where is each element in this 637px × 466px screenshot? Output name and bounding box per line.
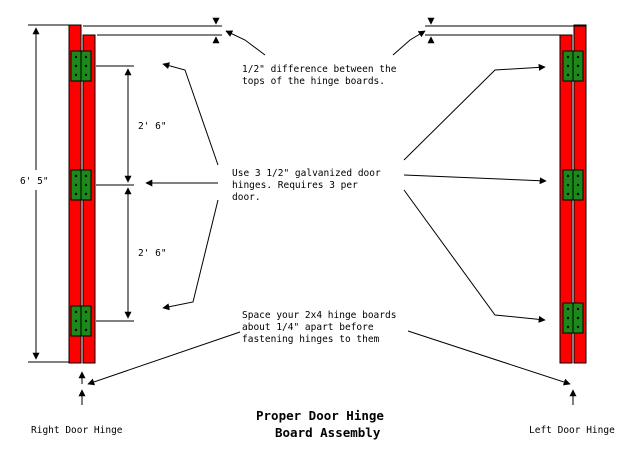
hinge-spacing-dimensions (96, 65, 134, 322)
hinges-line1: Use 3 1/2" galvanized door (232, 168, 381, 179)
hinges-line3: door. (232, 192, 261, 203)
diagram-title-line2: Board Assembly (275, 425, 381, 440)
top-difference-note: 1/2" difference between the tops of the … (242, 64, 397, 87)
left-door-assembly (425, 17, 587, 405)
hinge-icon (562, 302, 584, 334)
hinges-note: Use 3 1/2" galvanized door hinges. Requi… (232, 168, 381, 203)
hinges-line2: hinges. Requires 3 per (232, 180, 358, 191)
diagram-title-line1: Proper Door Hinge (256, 408, 384, 423)
hinge-icon (70, 305, 92, 337)
top-diff-line1: 1/2" difference between the (242, 64, 397, 75)
space-line1: Space your 2x4 hinge boards (242, 310, 396, 321)
total-height-label: 6' 5" (20, 176, 49, 187)
upper-spacing-label: 2' 6" (138, 121, 167, 132)
hinge-icon (562, 169, 584, 201)
pointer-lines (87, 30, 571, 386)
hinge-icon (70, 169, 92, 201)
lower-spacing-label: 2' 6" (138, 248, 167, 259)
hinge-icon (562, 50, 584, 82)
top-offset-marker (83, 17, 222, 44)
right-door-hinge-label: Right Door Hinge (31, 425, 123, 436)
total-height-dimension (28, 24, 69, 363)
top-diff-line2: tops of the hinge boards. (242, 76, 385, 87)
right-door-assembly: 6' 5" 2' 6" 2' 6" (20, 17, 222, 405)
space-line3: fastening hinges to them (242, 334, 380, 345)
hinge-icon (70, 50, 92, 82)
left-door-hinge-label: Left Door Hinge (529, 425, 615, 436)
top-offset-marker-right (425, 17, 586, 44)
space-line2: about 1/4" apart before (242, 322, 374, 333)
spacing-note: Space your 2x4 hinge boards about 1/4" a… (242, 310, 396, 345)
